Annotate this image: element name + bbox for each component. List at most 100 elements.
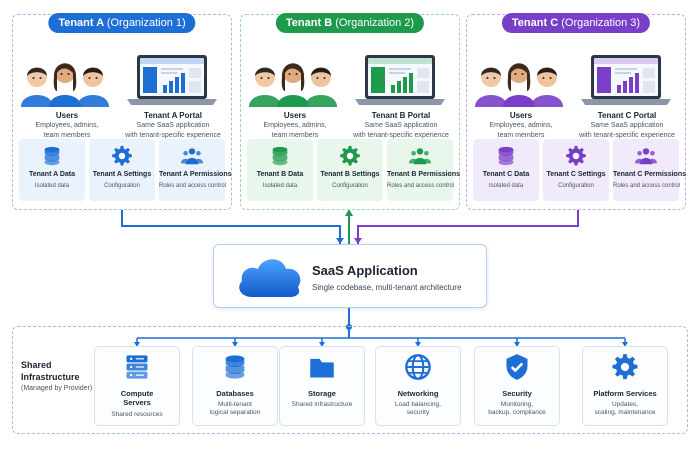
card-title: Tenant B Settings — [320, 171, 380, 178]
card-subtitle: Roles and access control — [159, 183, 227, 189]
portal-subtitle: Same SaaS application — [136, 122, 210, 129]
tenant-org: (Organization 3) — [561, 17, 641, 29]
tenant-card: Tenant B Settings Configuration — [317, 139, 383, 201]
gear-icon — [111, 145, 133, 167]
portal-title: Tenant A Portal — [144, 111, 202, 120]
service-security: Security Monitoring,backup, compliance — [474, 346, 560, 426]
users-title: Users — [283, 111, 307, 120]
tenant-card: Tenant B Permissions Roles and access co… — [387, 139, 460, 201]
users-title: Users — [509, 111, 533, 120]
tenant-b-title: Tenant B (Organization 2) — [275, 13, 425, 33]
service-subtitle: Updates,scaling, maintenance — [594, 401, 656, 416]
card-subtitle: Configuration — [104, 183, 140, 189]
tenant-name: Tenant B — [285, 17, 333, 29]
tenant-card: Tenant B Data Isolated data — [247, 139, 313, 201]
server-icon — [123, 353, 151, 381]
infra-title-line1: Shared — [21, 360, 52, 370]
globe-icon — [404, 353, 432, 381]
users-subtitle: Employees, admins, — [489, 122, 553, 129]
connector-tenant-a — [121, 210, 341, 244]
tenant-card: Tenant A Settings Configuration — [89, 139, 155, 201]
tenant-name: Tenant C — [511, 17, 559, 29]
users-subtitle: team members — [43, 132, 91, 139]
users-illustration — [247, 57, 339, 107]
card-title: Tenant B Data — [256, 171, 304, 178]
portal-caption: Tenant B Portal Same SaaS application wit… — [341, 111, 461, 141]
connector-tenant-c — [357, 210, 579, 244]
card-subtitle: Isolated data — [262, 183, 298, 189]
saas-subtitle: Single codebase, multi-tenant architectu… — [312, 283, 462, 292]
tenant-card: Tenant C Data Isolated data — [473, 139, 539, 201]
card-title: Tenant A Data — [28, 171, 76, 178]
users-subtitle: Employees, admins, — [35, 122, 99, 129]
portal-laptop-illustration — [123, 53, 221, 107]
portal-subtitle: with tenant-specific experience — [125, 132, 221, 139]
cloud-icon — [239, 259, 301, 297]
tenant-a-panel: Tenant A (Organization 1) Users Employee… — [12, 13, 233, 210]
arrowhead-tenant-a — [336, 238, 344, 244]
junction-dot — [346, 324, 352, 330]
database-icon — [41, 145, 63, 167]
portal-subtitle: Same SaaS application — [590, 122, 664, 129]
shared-infrastructure-panel: Shared Infrastructure (Managed by Provid… — [12, 326, 688, 434]
users-caption: Users Employees, admins, team members — [17, 111, 117, 141]
infra-title-line2: Infrastructure — [21, 372, 80, 382]
portal-title: Tenant B Portal — [371, 111, 431, 120]
card-subtitle: Roles and access control — [387, 183, 455, 189]
card-title: Tenant C Settings — [546, 171, 606, 178]
service-subtitle: Load balancing,security — [395, 401, 441, 416]
service-subtitle: Shared resources — [111, 411, 163, 418]
portal-laptop-illustration — [351, 53, 449, 107]
people-icon — [409, 145, 431, 167]
people-icon — [635, 145, 657, 167]
service-platform-services: Platform Services Updates,scaling, maint… — [582, 346, 668, 426]
tenant-card: Tenant A Data Isolated data — [19, 139, 85, 201]
arrowhead-tenant-c — [354, 238, 362, 244]
service-title: Platform Services — [593, 389, 657, 398]
tenant-org: (Organization 1) — [106, 17, 186, 29]
users-title: Users — [55, 111, 79, 120]
gear-icon — [339, 145, 361, 167]
portal-subtitle: Same SaaS application — [364, 122, 438, 129]
portal-title: Tenant C Portal — [597, 111, 657, 120]
portal-subtitle: with tenant-specific experience — [353, 132, 449, 139]
card-title: Tenant A Settings — [92, 171, 152, 178]
portal-laptop-illustration — [577, 53, 675, 107]
people-icon — [181, 145, 203, 167]
service-networking: Networking Load balancing,security — [375, 346, 461, 426]
folder-icon — [308, 353, 336, 381]
service-subtitle: Monitoring,backup, compliance — [488, 401, 546, 416]
database-icon — [495, 145, 517, 167]
infra-subtitle: (Managed by Provider) — [21, 385, 93, 392]
tenant-a-title: Tenant A (Organization 1) — [48, 13, 196, 33]
service-title: Networking — [397, 389, 439, 398]
gear-icon — [565, 145, 587, 167]
tenant-c-cards: Tenant C Data Isolated data Tenant C Set… — [473, 139, 687, 201]
database-icon — [269, 145, 291, 167]
shield-icon — [503, 353, 531, 381]
tenant-c-title: Tenant C (Organization 3) — [501, 13, 651, 33]
saas-title: SaaS Application — [312, 263, 418, 278]
portal-caption: Tenant A Portal Same SaaS application wit… — [113, 111, 233, 141]
arrowhead-tenant-b — [345, 209, 353, 216]
service-storage: Storage Shared infrastructure — [279, 346, 365, 426]
users-subtitle: team members — [271, 132, 319, 139]
users-subtitle: Employees, admins, — [263, 122, 327, 129]
users-subtitle: team members — [497, 132, 545, 139]
infra-title: Shared Infrastructure — [21, 359, 80, 383]
card-subtitle: Isolated data — [34, 183, 70, 189]
card-subtitle: Configuration — [332, 183, 368, 189]
service-subtitle: Shared infrastructure — [291, 401, 353, 408]
tenant-a-cards: Tenant A Data Isolated data Tenant A Set… — [19, 139, 231, 201]
service-title: Security — [502, 389, 532, 398]
tenant-card: Tenant A Permissions Roles and access co… — [159, 139, 231, 201]
card-title: Tenant C Data — [482, 171, 530, 178]
card-title: Tenant C Permissions — [613, 171, 687, 178]
saas-application-box: SaaS Application Single codebase, multi-… — [213, 244, 487, 308]
users-caption: Users Employees, admins, team members — [471, 111, 571, 141]
database-icon — [221, 353, 249, 381]
service-title: Databases — [216, 389, 254, 398]
